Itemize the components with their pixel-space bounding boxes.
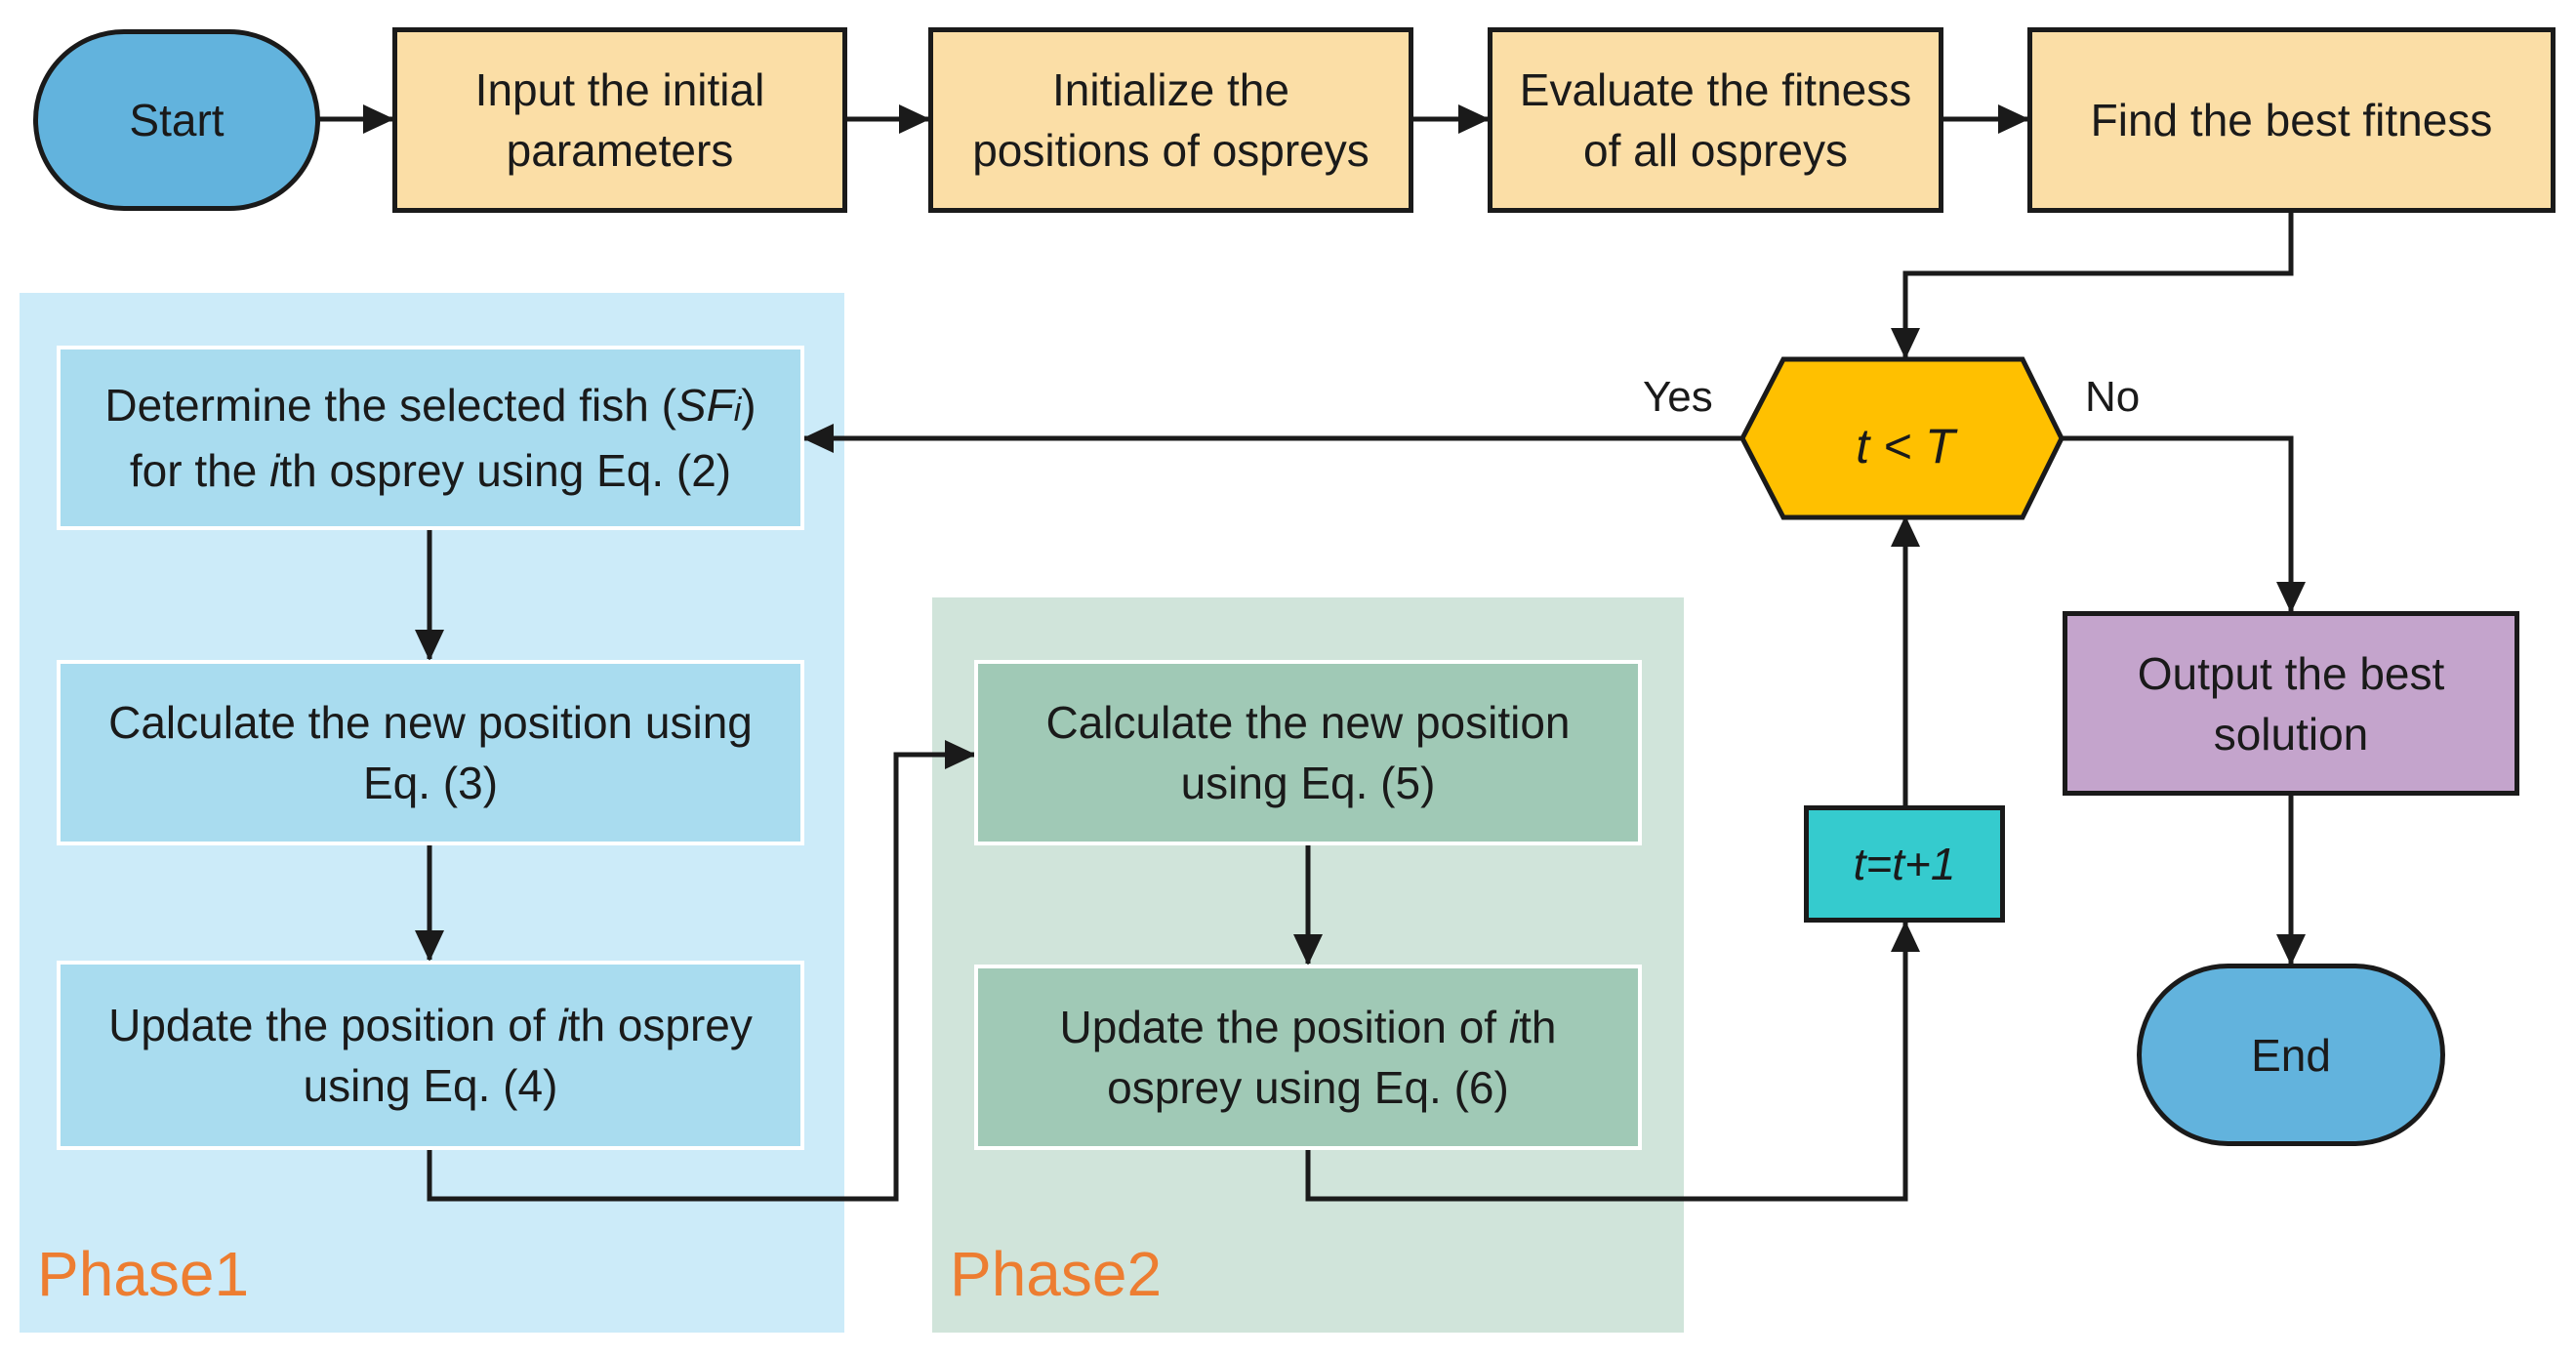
output-line1: Output the best: [2137, 647, 2445, 699]
input-parameters-line1: Input the initial: [474, 64, 765, 115]
output-best-solution-node: Output the best solution: [2063, 611, 2519, 796]
phase1-step3-node: Update the position of ith osprey using …: [57, 961, 804, 1150]
start-node: Start: [33, 29, 320, 211]
input-parameters-line2: parameters: [506, 125, 734, 176]
yes-label: Yes: [1643, 373, 1713, 421]
decision-label: t < T: [1856, 419, 1955, 473]
end-node: End: [2137, 964, 2445, 1146]
find-best-fitness-label: Find the best fitness: [2090, 95, 2493, 145]
arrow-best-to-decision: [1891, 213, 2294, 359]
counter-label: t=t+1: [1853, 839, 1956, 889]
start-label: Start: [129, 95, 225, 145]
evaluate-fitness-line1: Evaluate the fitness: [1519, 64, 1912, 115]
evaluate-fitness-line2: of all ospreys: [1582, 125, 1848, 176]
arrow-phase2-to-counter: [1305, 921, 1920, 1202]
phase2-step1-node: Calculate the new position using Eq. (5): [974, 660, 1642, 845]
phase1-step2-line1: Calculate the new position using: [108, 697, 753, 748]
phase1-step1-line2: for the ith osprey using Eq. (2): [129, 445, 732, 496]
arrow-phase1-to-phase2: [427, 740, 976, 1202]
phase1-step2-line2: Eq. (3): [362, 758, 499, 808]
phase1-step2-node: Calculate the new position using Eq. (3): [57, 660, 804, 845]
phase2-step2-node: Update the position of ith osprey using …: [974, 965, 1642, 1150]
initialize-positions-line1: Initialize the: [1052, 64, 1289, 115]
input-parameters-node: Input the initial parameters: [392, 27, 847, 213]
output-line2: solution: [2213, 708, 2369, 760]
initialize-positions-node: Initialize the positions of ospreys: [928, 27, 1413, 213]
phase1-step1-node: Determine the selected fish (SFi) for th…: [57, 346, 804, 530]
no-label: No: [2085, 373, 2141, 421]
phase1-step1-line1: Determine the selected fish (SFi): [104, 380, 756, 431]
decision-shape: [1739, 356, 2065, 520]
phase2-step2-line1: Update the position of ith: [1059, 1002, 1557, 1052]
find-best-fitness-node: Find the best fitness: [2027, 27, 2556, 213]
arrow-decision-no: [2062, 435, 2306, 613]
phase1-label: Phase1: [37, 1239, 250, 1309]
phase1-step3-line1: Update the position of ith osprey: [108, 1000, 753, 1050]
phase1-step3-line2: using Eq. (4): [303, 1060, 558, 1111]
counter-node: t=t+1: [1804, 805, 2005, 923]
phase2-label: Phase2: [950, 1239, 1163, 1309]
evaluate-fitness-node: Evaluate the fitness of all ospreys: [1488, 27, 1943, 213]
phase2-step1-line1: Calculate the new position: [1045, 697, 1571, 748]
phase2-step2-line2: osprey using Eq. (6): [1107, 1062, 1509, 1113]
initialize-positions-line2: positions of ospreys: [972, 125, 1370, 176]
phase2-step1-line2: using Eq. (5): [1180, 758, 1436, 808]
end-label: End: [2251, 1029, 2331, 1081]
